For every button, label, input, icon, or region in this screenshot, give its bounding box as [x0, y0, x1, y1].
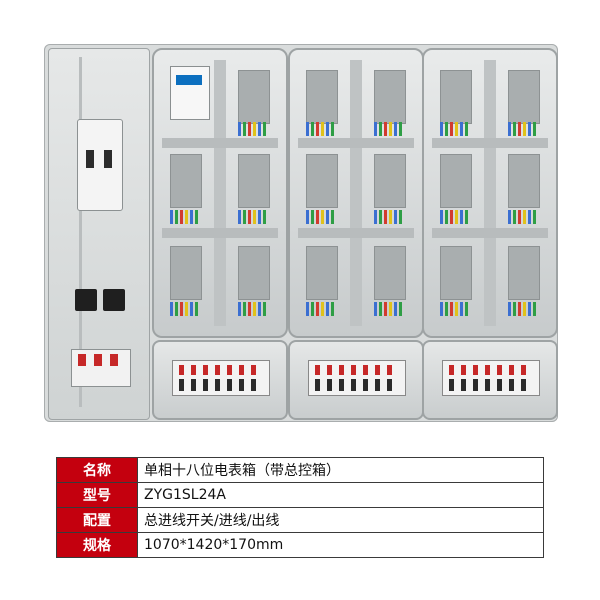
door-stripe	[79, 57, 82, 407]
wire-bundle	[508, 302, 538, 316]
breaker-box	[152, 340, 288, 420]
meter-slot	[170, 154, 202, 208]
indicator-module	[75, 289, 97, 311]
spec-label: 配置	[56, 507, 138, 533]
wire-bundle	[440, 210, 470, 224]
spec-row-model: 型号 ZYG1SL24A	[56, 482, 544, 508]
spec-value: ZYG1SL24A	[137, 482, 544, 508]
meter-slot	[306, 154, 338, 208]
spec-value: 单相十八位电表箱（带总控箱）	[137, 457, 544, 483]
spec-label: 型号	[56, 482, 138, 508]
wire-bundle	[170, 210, 200, 224]
spec-row-config: 配置 总进线开关/进线/出线	[56, 507, 544, 533]
meter-slot	[508, 154, 540, 208]
meter-window	[152, 48, 288, 338]
breaker-handle	[86, 150, 94, 168]
breaker-box	[422, 340, 558, 420]
meter-slot	[238, 246, 270, 300]
breaker-handle	[104, 150, 112, 168]
spec-value: 总进线开关/进线/出线	[137, 507, 544, 533]
wire-bundle	[238, 210, 268, 224]
meter-section	[152, 48, 288, 420]
meter-slot	[306, 70, 338, 124]
wire-bundle	[440, 122, 470, 136]
wire-bundle	[508, 210, 538, 224]
meter-slot	[306, 246, 338, 300]
breaker-row	[308, 360, 406, 396]
wire-bundle	[306, 302, 336, 316]
product-photo	[44, 44, 558, 422]
spec-table: 名称 单相十八位电表箱（带总控箱） 型号 ZYG1SL24A 配置 总进线开关/…	[56, 457, 544, 558]
meter-slot	[374, 246, 406, 300]
meter-slot	[440, 246, 472, 300]
spec-label: 规格	[56, 532, 138, 558]
wire-bundle	[440, 302, 470, 316]
wire-bundle	[374, 122, 404, 136]
meter-slot	[374, 154, 406, 208]
wire-bundle	[374, 210, 404, 224]
wire-bundle	[238, 122, 268, 136]
meter-slot	[374, 70, 406, 124]
rail	[484, 60, 496, 326]
meter-slot	[440, 70, 472, 124]
rail	[432, 138, 548, 148]
indicator-module	[103, 289, 125, 311]
meter-window	[288, 48, 424, 338]
rail	[162, 138, 278, 148]
wire-bundle	[170, 302, 200, 316]
spec-row-name: 名称 单相十八位电表箱（带总控箱）	[56, 457, 544, 483]
rail	[298, 228, 414, 238]
breaker-row	[172, 360, 270, 396]
breaker-row	[442, 360, 540, 396]
meter-slot	[238, 154, 270, 208]
control-panel-door	[48, 48, 150, 420]
rail	[162, 228, 278, 238]
rail	[298, 138, 414, 148]
meter-slot	[170, 246, 202, 300]
branch-breakers	[71, 349, 131, 387]
main-breaker	[77, 119, 123, 211]
rail	[350, 60, 362, 326]
rail	[432, 228, 548, 238]
rail	[214, 60, 226, 326]
spec-value: 1070*1420*170mm	[137, 532, 544, 558]
spec-label: 名称	[56, 457, 138, 483]
meter-slot	[238, 70, 270, 124]
meter-slot	[440, 154, 472, 208]
meter-slot	[508, 246, 540, 300]
wire-bundle	[306, 122, 336, 136]
wire-bundle	[508, 122, 538, 136]
meter-window	[422, 48, 558, 338]
breaker-box	[288, 340, 424, 420]
spec-row-size: 规格 1070*1420*170mm	[56, 532, 544, 558]
meter-slot	[508, 70, 540, 124]
meter-section	[288, 48, 424, 420]
digital-meter	[170, 66, 210, 120]
wire-bundle	[374, 302, 404, 316]
wire-bundle	[238, 302, 268, 316]
wire-bundle	[306, 210, 336, 224]
meter-section	[422, 48, 558, 420]
